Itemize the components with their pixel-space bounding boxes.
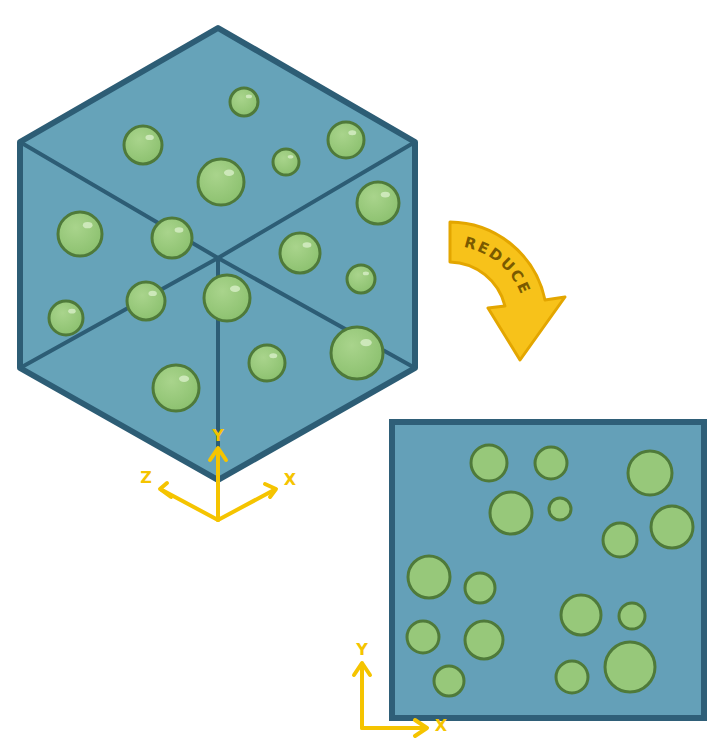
circle <box>408 556 450 598</box>
sphere <box>198 159 244 205</box>
cube-axes <box>160 448 276 520</box>
axis-y-label: Y <box>356 642 368 658</box>
axis-x-label: X <box>284 472 296 488</box>
circle <box>619 603 645 629</box>
circle <box>535 447 567 479</box>
square-circles <box>407 445 693 696</box>
sphere <box>331 327 383 379</box>
sphere-highlight <box>224 170 234 176</box>
cube-edges <box>20 142 415 480</box>
sphere-highlight <box>179 376 189 382</box>
circle <box>651 506 693 548</box>
sphere <box>347 265 375 293</box>
circle <box>628 451 672 495</box>
sphere-highlight <box>230 286 240 292</box>
sphere-highlight <box>269 353 277 358</box>
circle <box>407 621 439 653</box>
circle <box>490 492 532 534</box>
arrow-label: REDUCE <box>462 233 534 297</box>
sphere <box>249 345 285 381</box>
sphere <box>127 282 165 320</box>
circle <box>471 445 507 481</box>
sphere-highlight <box>145 135 153 140</box>
reduce-arrow <box>450 222 565 360</box>
sphere <box>280 233 320 273</box>
sphere <box>49 301 83 335</box>
sphere-highlight <box>175 227 184 233</box>
sphere <box>273 149 299 175</box>
sphere <box>230 88 258 116</box>
sphere-highlight <box>83 222 93 228</box>
sphere-highlight <box>381 192 390 198</box>
sphere <box>124 126 162 164</box>
sphere <box>152 218 192 258</box>
square-outline <box>392 422 704 718</box>
sphere-highlight <box>348 130 356 135</box>
sphere <box>357 182 399 224</box>
circle <box>465 573 495 603</box>
sphere-highlight <box>68 309 75 314</box>
circle <box>605 642 655 692</box>
circle <box>561 595 601 635</box>
sphere-highlight <box>148 291 156 296</box>
sphere <box>328 122 364 158</box>
circle <box>465 621 503 659</box>
sphere <box>153 365 199 411</box>
circle <box>434 666 464 696</box>
cube-spheres <box>49 88 399 411</box>
axis-x-label: X <box>435 718 447 734</box>
circle <box>556 661 588 693</box>
sphere <box>58 212 102 256</box>
sphere-highlight <box>360 339 371 346</box>
cube-outline <box>20 28 415 480</box>
circle <box>603 523 637 557</box>
sphere-highlight <box>303 242 312 248</box>
axis-z-label: Z <box>140 470 152 486</box>
sphere-highlight <box>363 271 369 275</box>
axis-y-label: Y <box>212 428 224 444</box>
square-axes <box>354 663 427 736</box>
sphere-highlight <box>288 155 294 159</box>
sphere-highlight <box>246 94 252 98</box>
circle <box>549 498 571 520</box>
sphere <box>204 275 250 321</box>
